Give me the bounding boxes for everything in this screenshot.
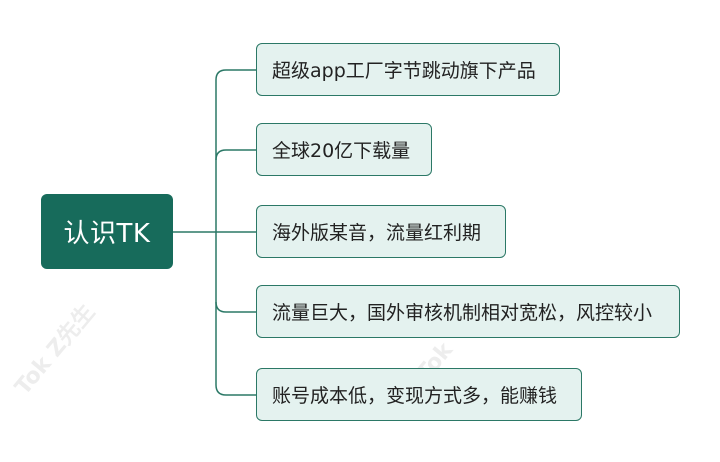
branch-node-label: 海外版某音，流量红利期	[272, 222, 482, 244]
branch-node-label: 全球20亿下载量	[272, 140, 411, 162]
branch-node-2[interactable]: 全球20亿下载量	[256, 123, 432, 176]
root-node-label: 认识TK	[63, 219, 151, 249]
branch-node-3[interactable]: 海外版某音，流量红利期	[256, 205, 506, 258]
branch-node-label: 超级app工厂字节跳动旗下产品	[272, 60, 536, 82]
connector-branch-4	[215, 301, 256, 313]
connector-branch-2	[215, 149, 256, 161]
branch-node-label: 流量巨大，国外审核机制相对宽松，风控较小	[272, 302, 653, 324]
root-node[interactable]: 认识TK	[41, 194, 173, 269]
branch-node-1[interactable]: 超级app工厂字节跳动旗下产品	[256, 43, 560, 96]
connector-branch-5	[215, 384, 256, 396]
connector-branch-1	[215, 69, 256, 81]
branch-node-4[interactable]: 流量巨大，国外审核机制相对宽松，风控较小	[256, 285, 680, 338]
branch-node-label: 账号成本低，变现方式多，能赚钱	[272, 385, 558, 407]
branch-node-5[interactable]: 账号成本低，变现方式多，能赚钱	[256, 368, 582, 421]
